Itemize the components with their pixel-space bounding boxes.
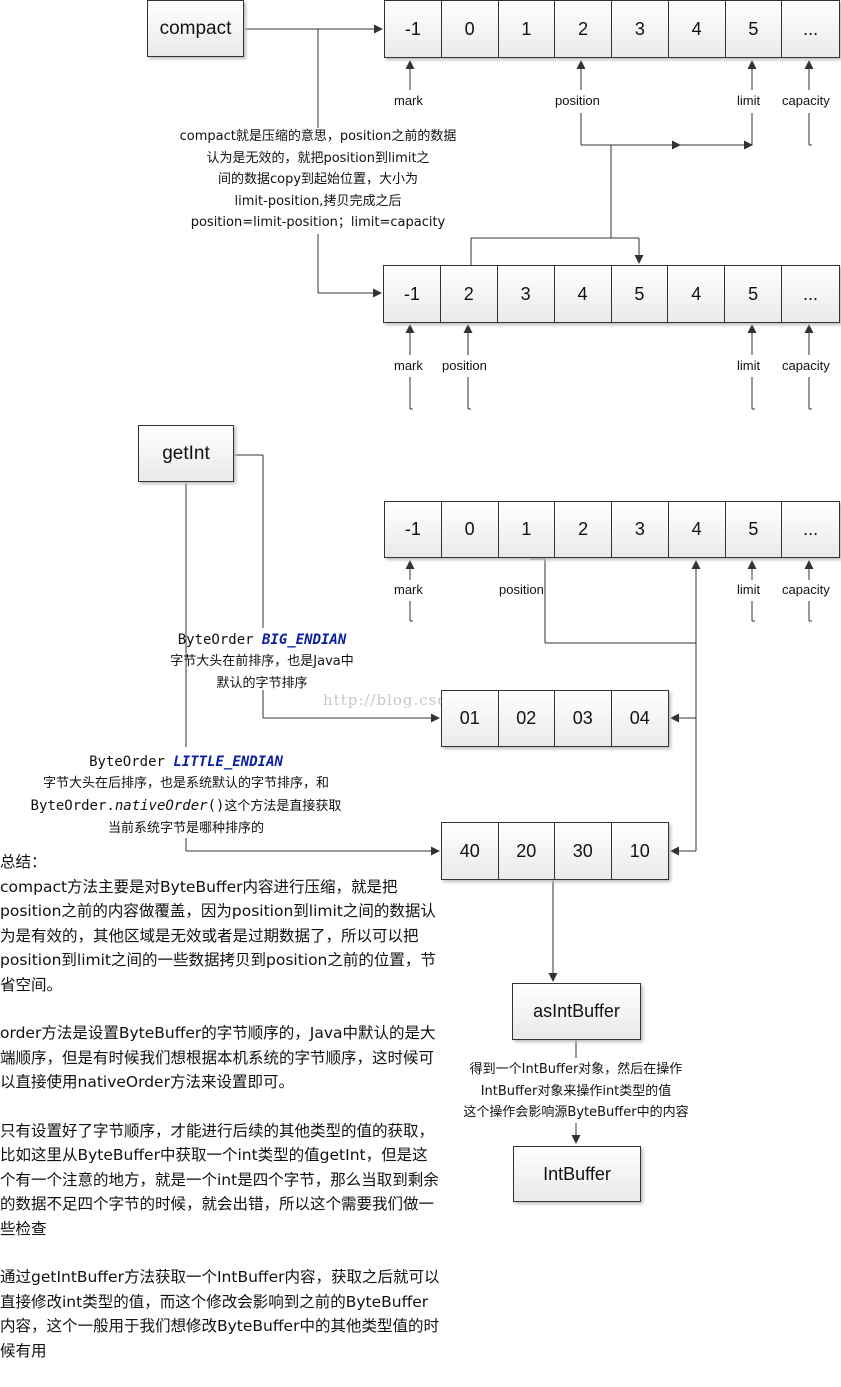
note-line: 字节大头在后排序，也是系统默认的字节排序，和 <box>42 776 329 791</box>
big-endian-title: ByteOrder BIG_ENDIAN <box>142 629 382 651</box>
buffer-cell: -1 <box>385 502 442 557</box>
code-text: nativeOrder <box>114 798 208 814</box>
code-text: () <box>207 798 225 814</box>
note-line: 字节大头在前排序，也是Java中 <box>170 654 354 669</box>
buffer-cell: 0 <box>442 502 499 557</box>
buffer-cell: 2 <box>441 266 498 322</box>
summary-heading: 总结： <box>0 853 47 871</box>
position-label: position <box>555 93 600 108</box>
buffer-cell: 2 <box>555 1 612 57</box>
byteorder-text: ByteOrder <box>89 754 174 770</box>
byte-cell: 04 <box>629 708 650 728</box>
buffer-cell: ... <box>803 519 819 539</box>
note-line: IntBuffer对象来操作int类型的值 <box>480 1083 672 1099</box>
asintbuffer-note: 得到一个IntBuffer对象，然后在操作 IntBuffer对象来操作int类… <box>440 1059 712 1124</box>
big-endian-bytes: 01 02 03 04 <box>441 690 669 747</box>
buffer-cell: 5 <box>612 266 669 322</box>
summary-paragraph: compact方法主要是对ByteBuffer内容进行压缩，就是把positio… <box>0 877 436 994</box>
summary-paragraph: order方法是设置ByteBuffer的字节顺序的，Java中默认的是大端顺序… <box>0 1024 436 1091</box>
buffer-cell: 5 <box>726 502 783 557</box>
buffer-cell: 4 <box>669 502 726 557</box>
little-endian-note: ByteOrder LITTLE_ENDIAN 字节大头在后排序，也是系统默认的… <box>0 751 372 840</box>
note-line: 间的数据copy到起始位置，大小为 <box>217 172 419 187</box>
note-text: 这个方法是直接获取 <box>224 799 342 814</box>
intbuffer-button[interactable]: IntBuffer <box>513 1146 641 1202</box>
summary-paragraph: 通过getIntBuffer方法获取一个IntBuffer内容，获取之后就可以直… <box>0 1268 440 1360</box>
byte-cell: 03 <box>555 691 612 746</box>
byteorder-text: ByteOrder <box>177 632 262 648</box>
buffer-cell: 2 <box>555 502 612 557</box>
byte-cell: 40 <box>442 823 499 879</box>
note-line: compact就是压缩的意思，position之前的数据 <box>179 129 457 144</box>
buffer-cell: 1 <box>499 1 556 57</box>
buffer-cell: 5 <box>726 1 783 57</box>
mark-label: mark <box>394 93 423 108</box>
buffer-cell: ... <box>803 18 819 39</box>
position-label: position <box>499 582 544 597</box>
big-endian-keyword: BIG_ENDIAN <box>262 632 347 648</box>
position-label: position <box>442 358 487 373</box>
buffer-cell: 3 <box>612 1 669 57</box>
little-endian-bytes: 40 20 30 10 <box>441 822 669 880</box>
note-line: 这个操作会影响源ByteBuffer中的内容 <box>463 1105 689 1120</box>
byte-cell: 20 <box>499 823 555 879</box>
compact-button[interactable]: compact <box>147 0 244 57</box>
little-endian-keyword: LITTLE_ENDIAN <box>173 754 283 770</box>
compact-explanation: compact就是压缩的意思，position之前的数据 认为是无效的，就把po… <box>150 126 486 234</box>
note-line: 当前系统字节是哪种排序的 <box>107 821 264 836</box>
note-line: position=limit-position；limit=capacity <box>190 215 446 230</box>
mark-label: mark <box>394 358 423 373</box>
limit-label: limit <box>737 358 761 373</box>
capacity-label: capacity <box>782 93 830 108</box>
byte-cell: 01 <box>442 691 499 746</box>
buffer-cell: 4 <box>555 266 612 322</box>
native-order-line: ByteOrder.nativeOrder()这个方法是直接获取 <box>0 795 372 818</box>
capacity-label: capacity <box>782 582 830 597</box>
buffer-cell: ... <box>803 283 819 304</box>
code-text: ByteOrder. <box>30 798 115 814</box>
capacity-label: capacity <box>782 358 830 373</box>
compacted-buffer-array: -1 2 3 4 5 4 5 ... <box>383 265 840 323</box>
mark-label: mark <box>394 582 423 597</box>
buffer-cell: 5 <box>725 266 783 322</box>
buffer-cell: 1 <box>499 502 556 557</box>
byte-cell: 02 <box>499 691 555 746</box>
note-line: 认为是无效的，就把position到limit之 <box>206 150 430 166</box>
getint-button[interactable]: getInt <box>138 425 234 482</box>
byte-cell: 30 <box>555 823 612 879</box>
getint-buffer-array: -1 0 1 2 3 4 5 ... <box>384 501 840 558</box>
note-line: limit-position,拷贝完成之后 <box>234 193 402 209</box>
little-endian-title: ByteOrder LITTLE_ENDIAN <box>0 751 372 773</box>
buffer-cell: 3 <box>498 266 555 322</box>
summary-paragraph: 只有设置好了字节顺序，才能进行后续的其他类型的值的获取，比如这里从ByteBuf… <box>0 1121 439 1238</box>
buffer-cell: 4 <box>668 266 726 322</box>
limit-label: limit <box>737 93 761 108</box>
buffer-cell: -1 <box>384 266 441 322</box>
summary-text: 总结： compact方法主要是对ByteBuffer内容进行压缩，就是把pos… <box>0 850 440 1387</box>
buffer-cell: -1 <box>385 1 442 57</box>
big-endian-note: ByteOrder BIG_ENDIAN 字节大头在前排序，也是Java中 默认… <box>142 629 382 695</box>
asintbuffer-button[interactable]: asIntBuffer <box>512 983 641 1040</box>
top-buffer-array: -1 0 1 2 3 4 5 ... <box>384 0 840 58</box>
note-line: 默认的字节排序 <box>216 676 308 691</box>
note-line: 得到一个IntBuffer对象，然后在操作 <box>469 1062 683 1077</box>
buffer-cell: 3 <box>612 502 669 557</box>
buffer-cell: 4 <box>669 1 726 57</box>
buffer-cell: 0 <box>442 1 499 57</box>
byte-cell: 10 <box>629 840 650 861</box>
limit-label: limit <box>737 582 761 597</box>
